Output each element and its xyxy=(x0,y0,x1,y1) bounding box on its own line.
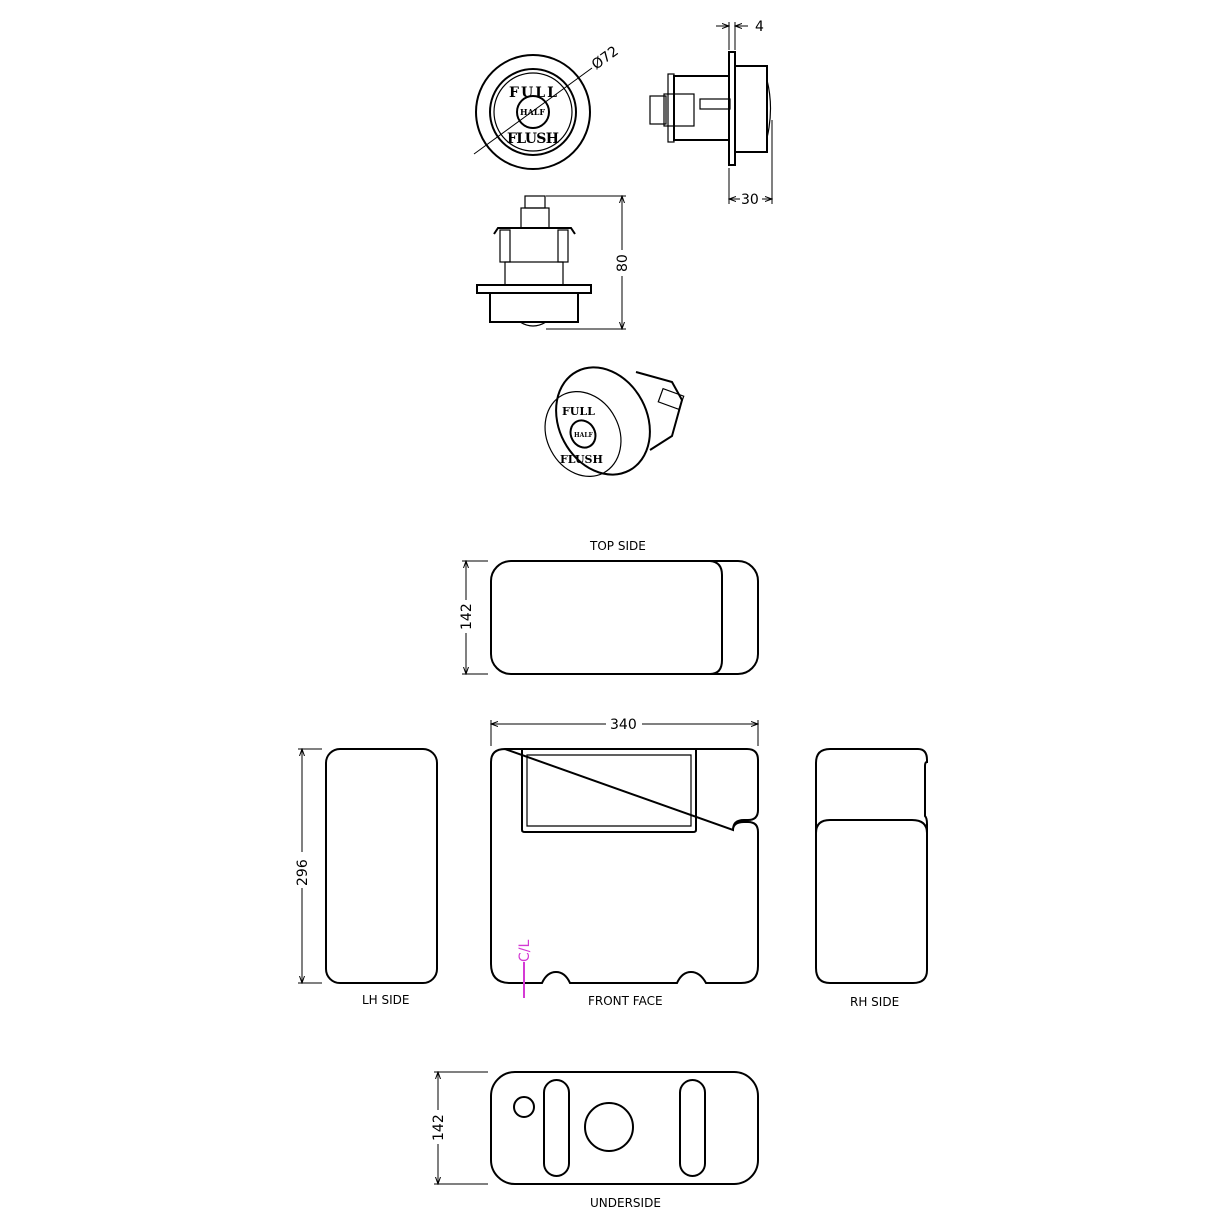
diameter-line xyxy=(473,67,593,155)
front-face-view: C/L FRONT FACE xyxy=(490,747,759,1008)
half-text: HALF xyxy=(520,107,545,117)
button-side-view: 4 30 xyxy=(649,19,772,208)
button-front-view: FULL FLUSH HALF Ø72 xyxy=(473,43,622,170)
iso-full-text: FULL xyxy=(562,405,595,418)
under-depth-dimension: 142 xyxy=(431,1114,447,1141)
rh-side-view: RH SIDE xyxy=(815,748,928,1009)
iso-half-text: HALF xyxy=(574,432,594,439)
lh-side-label: LH SIDE xyxy=(362,993,410,1007)
flush-text: FLUSH xyxy=(507,131,559,147)
top-side-view: TOP SIDE 142 xyxy=(459,539,759,675)
top-depth-dimension: 142 xyxy=(459,603,475,630)
button-top-view: 80 xyxy=(476,196,631,329)
button-isometric-view: FULL HALF FLUSH xyxy=(544,366,685,477)
underside-label: UNDERSIDE xyxy=(590,1196,661,1210)
lh-side-view: 296 LH SIDE xyxy=(295,748,438,1007)
depth-dimension: 30 xyxy=(741,192,759,208)
top-side-label: TOP SIDE xyxy=(589,539,646,553)
underside-view: 142 UNDERSIDE xyxy=(431,1071,759,1210)
width-dimension: 340 xyxy=(491,717,758,746)
iso-flush-text: FLUSH xyxy=(560,453,603,466)
height-80-dimension: 80 xyxy=(615,254,631,272)
width-dimension-text: 340 xyxy=(610,717,637,733)
flange-dimension: 4 xyxy=(755,19,764,35)
front-face-label: FRONT FACE xyxy=(588,994,663,1008)
height-dimension: 296 xyxy=(295,859,311,886)
diameter-dimension: Ø72 xyxy=(589,43,622,73)
rh-side-label: RH SIDE xyxy=(850,995,899,1009)
centerline-label: C/L xyxy=(517,940,533,962)
